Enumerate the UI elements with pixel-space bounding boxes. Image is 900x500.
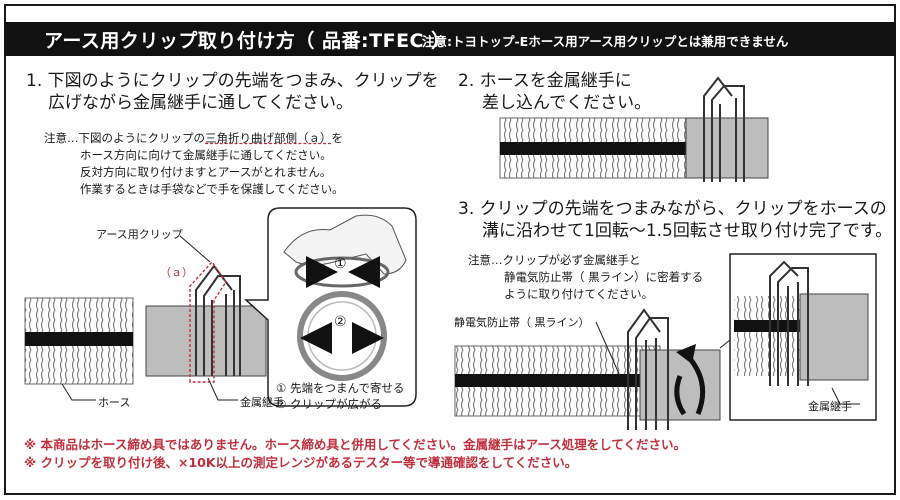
step1-leaders: [61, 235, 238, 401]
step1-note-line4: 作業するときは手袋などで手を保護してください。: [80, 182, 344, 196]
hose-label: ホース: [98, 396, 131, 409]
step2-line1: 2. ホースを金属継手に: [458, 71, 632, 91]
footer-note-1: ※ 本商品はホース締め具ではありません。ホース締め具と併用してください。金属継手…: [24, 437, 687, 452]
a-mark-outline: [189, 260, 227, 383]
title-bar: アース用クリップ取り付け方（ 品番:TFEC ） 注意:トヨトップ-Eホース用ア…: [4, 22, 896, 56]
step1-note-suffix: を: [331, 131, 344, 145]
step1-line1: 1. 下図のようにクリップの先端をつまみ、クリップを: [26, 71, 439, 91]
callout-num-2: ②: [334, 314, 347, 330]
step3-note-line3: ように取り付けてください。: [504, 287, 654, 301]
outer-frame: [4, 4, 896, 495]
step2-assembly: [499, 76, 769, 182]
step3-instruction: 3. クリップの先端をつまみながら、クリップをホースの 溝に沿わせて1回転～1.…: [458, 198, 892, 242]
step1-note-prefix: 注意…下図のようにクリップの: [44, 131, 205, 145]
band-label: 静電気防止帯（ 黒ライン）: [454, 316, 590, 329]
fitting-label-step3: 金属継手: [808, 400, 852, 413]
callout-legend: ① 先端をつまんで寄せる ② クリップが広がる: [276, 380, 404, 412]
step3-inset: [719, 253, 877, 421]
step3-note: 注意…クリップが必ず金属継手と 静電気防止帯（ 黒ライン）に密着する ように取り…: [468, 252, 703, 303]
step1-note: 注意…下図のようにクリップの三角折り曲げ部側（ａ）を ホース方向に向けて金属継手…: [44, 130, 344, 198]
step2-line2: 差し込んでください。: [482, 93, 652, 113]
callout-num-1: ①: [334, 256, 347, 272]
step3-note-line2: 静電気防止帯（ 黒ライン）に密着する: [504, 270, 704, 284]
step1-line2: 広げながら金属継手に通してください。: [48, 93, 353, 113]
step1-hose: [24, 297, 134, 385]
callout-bubble: [244, 207, 417, 407]
step3-line1: 3. クリップの先端をつまみながら、クリップをホースの: [458, 199, 887, 219]
step1-note-underlined: 三角折り曲げ部側（ａ）: [205, 131, 332, 145]
page-title: アース用クリップ取り付け方（ 品番:TFEC ）: [44, 30, 451, 52]
title-note: 注意:トヨトップ-Eホース用アース用クリップとは兼用できません: [422, 34, 789, 49]
fitting-label-step1: 金属継手: [240, 396, 284, 409]
legend-item-1: ① 先端をつまんで寄せる: [276, 381, 405, 395]
step3-assembly: [454, 308, 721, 430]
a-mark-label: （ａ）: [160, 266, 193, 279]
step1-note-line2: ホース方向に向けて金属継手に通してください。: [80, 148, 332, 162]
legend-item-2: ② クリップが広がる: [276, 397, 382, 411]
step1-note-line1: 注意…下図のようにクリップの三角折り曲げ部側（ａ）を: [44, 130, 344, 147]
step1-fitting: [145, 305, 267, 377]
step3-line2: 溝に沿わせて1回転～1.5回転させ取り付け完了です。: [482, 221, 893, 241]
step1-instruction: 1. 下図のようにクリップの先端をつまみ、クリップを 広げながら金属継手に通して…: [26, 70, 439, 114]
footer-note-2: ※ クリップを取り付け後、×10K以上の測定レンジがあるテスター等で導通確認をし…: [24, 455, 578, 470]
step3-note-line1: 注意…クリップが必ず金属継手と: [468, 253, 641, 267]
step1-note-line3: 反対方向に取り付けますとアースがとれません。: [80, 165, 332, 179]
step2-instruction: 2. ホースを金属継手に 差し込んでください。: [458, 70, 651, 114]
clip-label: アース用クリップ: [96, 228, 183, 241]
